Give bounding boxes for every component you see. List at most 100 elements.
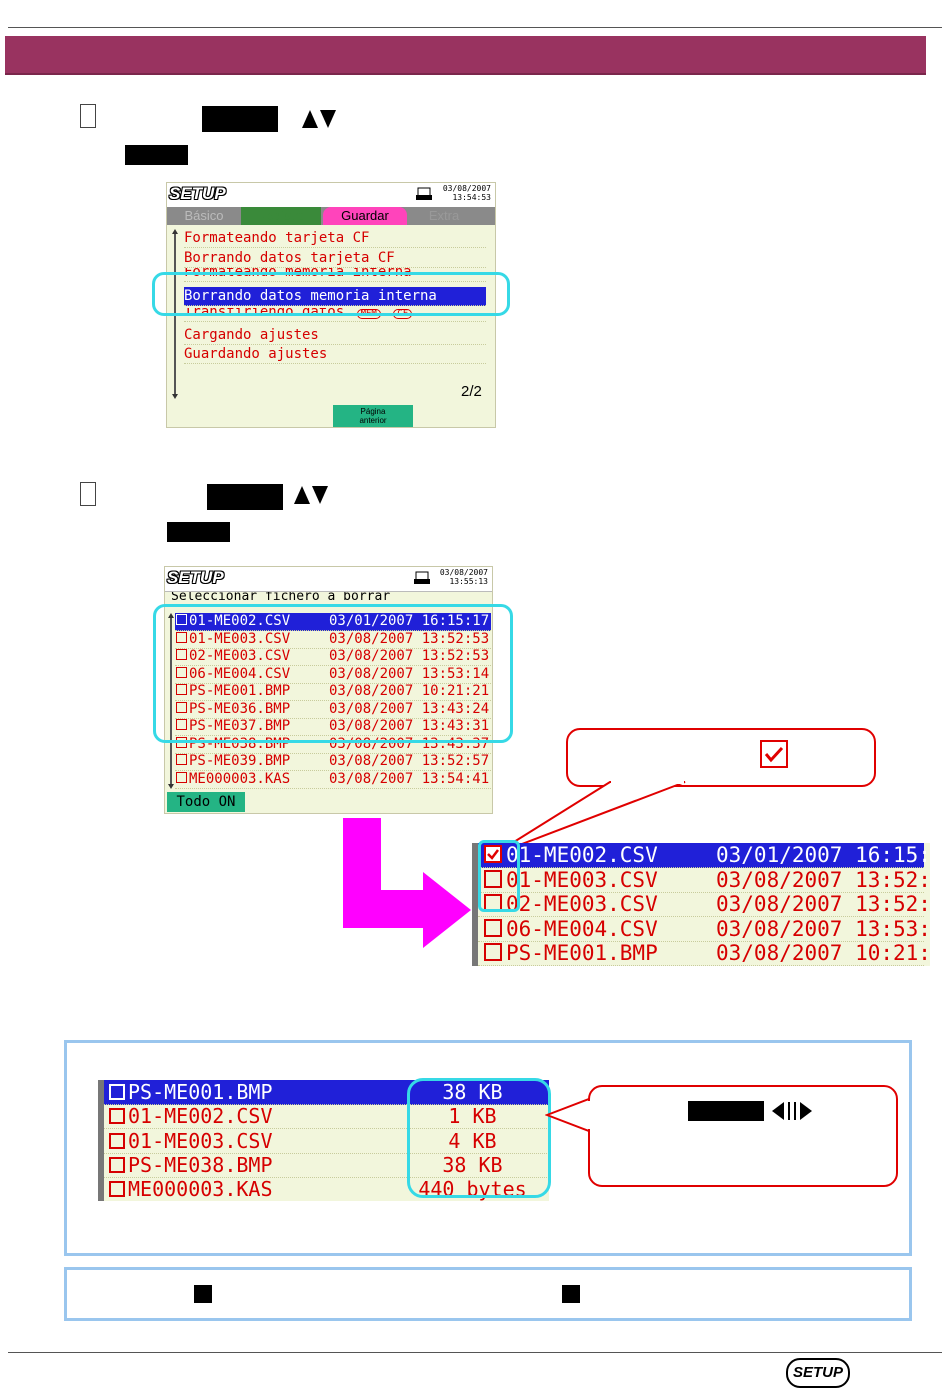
scrollbar[interactable]: [168, 613, 174, 789]
file-name: PS-ME039.BMP: [189, 753, 291, 769]
file-date: 03/08/2007 13:52:53: [329, 648, 490, 664]
file-size: 38 KB: [442, 1080, 503, 1104]
menu-item-format-cf[interactable]: Formateando tarjeta CF: [184, 229, 486, 248]
file-date: 03/01/2007 16:15:17: [329, 613, 490, 629]
menu-item-save-settings[interactable]: Guardando ajustes: [184, 345, 486, 364]
size-column-highlight: [407, 1078, 551, 1198]
file-date: 03/01/2007 16:15:17: [716, 843, 930, 867]
file-row[interactable]: PS-ME001.BMP 03/08/2007 10:21:21: [478, 941, 930, 966]
checkbox[interactable]: [176, 684, 187, 695]
checkbox[interactable]: [109, 1108, 125, 1125]
file-date: 03/08/2007 13:53:14: [716, 916, 930, 941]
checkbox[interactable]: [176, 666, 187, 678]
screen-datetime: 03/08/2007 13:54:53: [443, 184, 491, 202]
checkbox[interactable]: [484, 918, 502, 937]
file-name: PS-ME001.BMP: [128, 1080, 273, 1104]
file-date: 03/08/2007 10:21:21: [716, 941, 930, 965]
size-callout: [588, 1085, 898, 1187]
file-row[interactable]: ME000003.KAS 03/08/2007 13:54:41: [175, 771, 491, 789]
note-panel: [64, 1267, 912, 1321]
screen-datetime: 03/08/2007 13:55:13: [440, 568, 488, 586]
checkbox[interactable]: [484, 869, 502, 888]
setup-logo: SETUP: [169, 184, 226, 203]
file-name: PS-ME038.BMP: [189, 735, 291, 752]
checkbox[interactable]: [176, 631, 187, 643]
prev-page-label-2: anterior: [359, 416, 387, 425]
checkbox[interactable]: [109, 1181, 125, 1198]
tab-extra[interactable]: Extra: [428, 208, 460, 223]
up-down-keys-icon: [294, 486, 328, 504]
checkbox[interactable]: [176, 649, 187, 660]
menu-item-erase-cf[interactable]: Borrando datos tarjeta CF: [184, 249, 486, 268]
top-rule: [8, 27, 942, 28]
size-callout-pointer: [545, 1097, 594, 1133]
checkbox[interactable]: [176, 754, 187, 765]
file-date: 03/08/2007 13:54:41: [329, 770, 490, 787]
prev-page-button[interactable]: Página anterior: [333, 405, 413, 427]
checkbox[interactable]: [109, 1084, 125, 1100]
key-label-redacted: [688, 1101, 764, 1121]
file-date: 03/08/2007 13:52:53: [329, 630, 490, 647]
file-name: ME000003.KAS: [189, 770, 291, 787]
time-text: 13:54:53: [452, 193, 491, 202]
memory-card-icon: [416, 187, 432, 200]
checkbox[interactable]: [484, 943, 502, 961]
tab-registro[interactable]: Registro: [241, 207, 321, 225]
file-size-row[interactable]: PS-ME001.BMP 38 KB: [104, 1080, 549, 1105]
check-mark-icon: [760, 740, 788, 768]
checkbox[interactable]: [176, 771, 187, 783]
file-size-row[interactable]: PS-ME038.BMP 38 KB: [104, 1153, 549, 1178]
checkbox[interactable]: [109, 1156, 125, 1173]
tab-basico[interactable]: Básico: [184, 208, 224, 223]
page-indicator: 2/2: [461, 383, 482, 400]
file-name: 06-ME004.CSV: [506, 916, 658, 941]
file-name: ME000003.KAS: [128, 1177, 273, 1201]
menu-item-load-settings[interactable]: Cargando ajustes: [184, 326, 486, 345]
menu-item-erase-internal[interactable]: Borrando datos memoria interna: [184, 287, 486, 306]
all-on-button[interactable]: Todo ON: [167, 792, 245, 812]
file-date: 03/08/2007 13:43:24: [329, 700, 490, 717]
check-callout: [566, 728, 876, 787]
checked-checkbox-icon[interactable]: [484, 845, 502, 863]
checkbox[interactable]: [176, 614, 187, 625]
memory-card-icon: [414, 571, 430, 584]
setup-logo: SETUP: [167, 568, 224, 587]
file-name: 01-ME003.CSV: [506, 867, 658, 892]
key-label-redacted: [202, 106, 278, 132]
date-text: 03/08/2007: [442, 184, 491, 193]
prev-page-label-1: Página: [360, 407, 386, 416]
file-size: 38 KB: [442, 1152, 503, 1177]
file-name: PS-ME037.BMP: [189, 718, 291, 734]
up-down-keys-icon: [302, 110, 336, 128]
left-right-keys-icon: [772, 1102, 812, 1120]
checkbox[interactable]: [176, 701, 187, 713]
file-size: 1 KB: [448, 1104, 497, 1129]
screen-header: SETUP 03/08/2007 13:54:53: [167, 183, 495, 208]
checkbox[interactable]: [109, 1132, 125, 1149]
checkbox[interactable]: [176, 719, 187, 730]
step-1-marker: [80, 104, 96, 128]
tab-guardar[interactable]: Guardar: [323, 207, 407, 225]
callout-pointer: [492, 780, 686, 856]
key-label-redacted: [125, 145, 188, 165]
file-name: PS-ME001.BMP: [506, 941, 658, 965]
bottom-rule: [8, 1352, 942, 1353]
file-row[interactable]: 06-ME004.CSV 03/08/2007 13:53:14: [478, 916, 930, 942]
file-name: PS-ME038.BMP: [128, 1152, 273, 1177]
